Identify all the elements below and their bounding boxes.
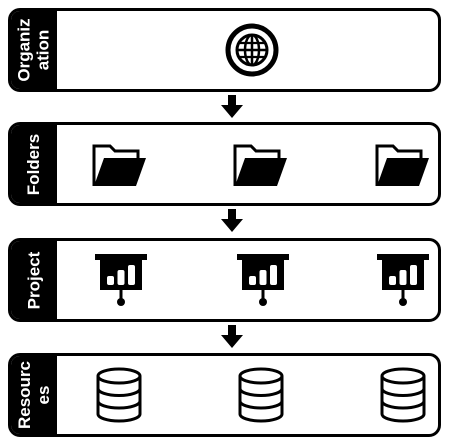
tier-icons [57, 11, 438, 89]
tier-label: Project [24, 251, 44, 309]
tier-label-tab: Resourc es [11, 356, 57, 434]
presentation-board-icon [237, 254, 289, 306]
arrow-down-icon [221, 209, 243, 232]
tier-label: Resourc es [15, 360, 53, 430]
tier-label-tab: Project [11, 241, 57, 319]
folder-icon [375, 144, 429, 186]
tier-organization: Organiz ation [8, 8, 441, 92]
tier-label: Folders [24, 133, 44, 195]
presentation-board-icon [377, 254, 429, 306]
folder-icon [92, 144, 146, 186]
tier-folders: Folders [8, 122, 441, 206]
folder-icon [233, 144, 287, 186]
tier-icons [57, 125, 438, 203]
arrow-down-icon [221, 95, 243, 118]
globe-icon [225, 23, 279, 77]
tier-resources: Resourc es [8, 353, 441, 437]
arrow-down-icon [221, 325, 243, 348]
tier-icons [57, 356, 438, 434]
tier-label-tab: Organiz ation [11, 11, 57, 89]
database-icon [96, 367, 142, 423]
tier-label-tab: Folders [11, 125, 57, 203]
tier-label: Organiz ation [15, 18, 54, 82]
presentation-board-icon [95, 254, 147, 306]
database-icon [380, 367, 426, 423]
tier-project: Project [8, 238, 441, 322]
database-icon [238, 367, 284, 423]
tier-icons [57, 241, 438, 319]
